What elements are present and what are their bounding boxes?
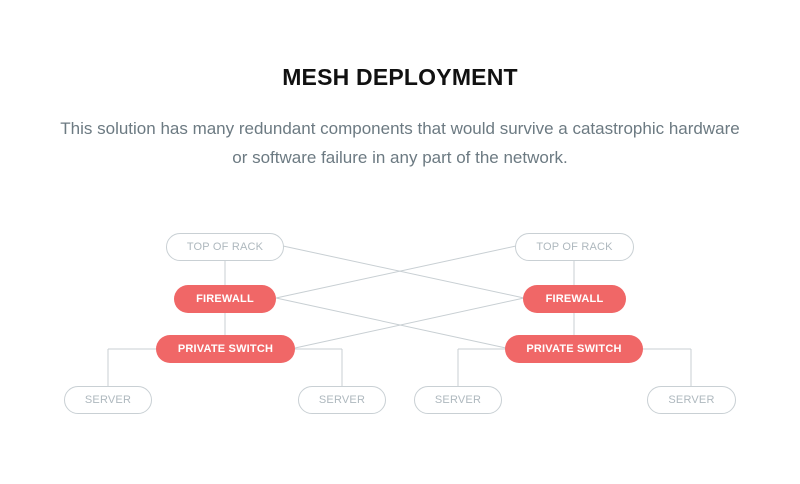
node-left-server-b: SERVER	[298, 386, 386, 414]
node-right-top-of-rack: TOP OF RACK	[515, 233, 634, 261]
page-subtitle: This solution has many redundant compone…	[60, 119, 740, 167]
connector-left-firewall-right-switch	[275, 297, 507, 349]
node-left-server-a: SERVER	[64, 386, 152, 414]
node-right-server-a: SERVER	[414, 386, 502, 414]
connector-left-rack-right-firewall	[282, 245, 525, 299]
node-left-firewall: FIREWALL	[174, 285, 276, 313]
node-right-server-b: SERVER	[647, 386, 736, 414]
connector-right-firewall-left-switch	[294, 297, 525, 349]
node-right-firewall: FIREWALL	[523, 285, 626, 313]
node-left-top-of-rack: TOP OF RACK	[166, 233, 284, 261]
node-right-private-switch: PRIVATE SWITCH	[505, 335, 643, 363]
connector-right-rack-left-firewall	[275, 245, 517, 299]
page-title: MESH DEPLOYMENT	[282, 64, 518, 90]
node-left-private-switch: PRIVATE SWITCH	[156, 335, 295, 363]
